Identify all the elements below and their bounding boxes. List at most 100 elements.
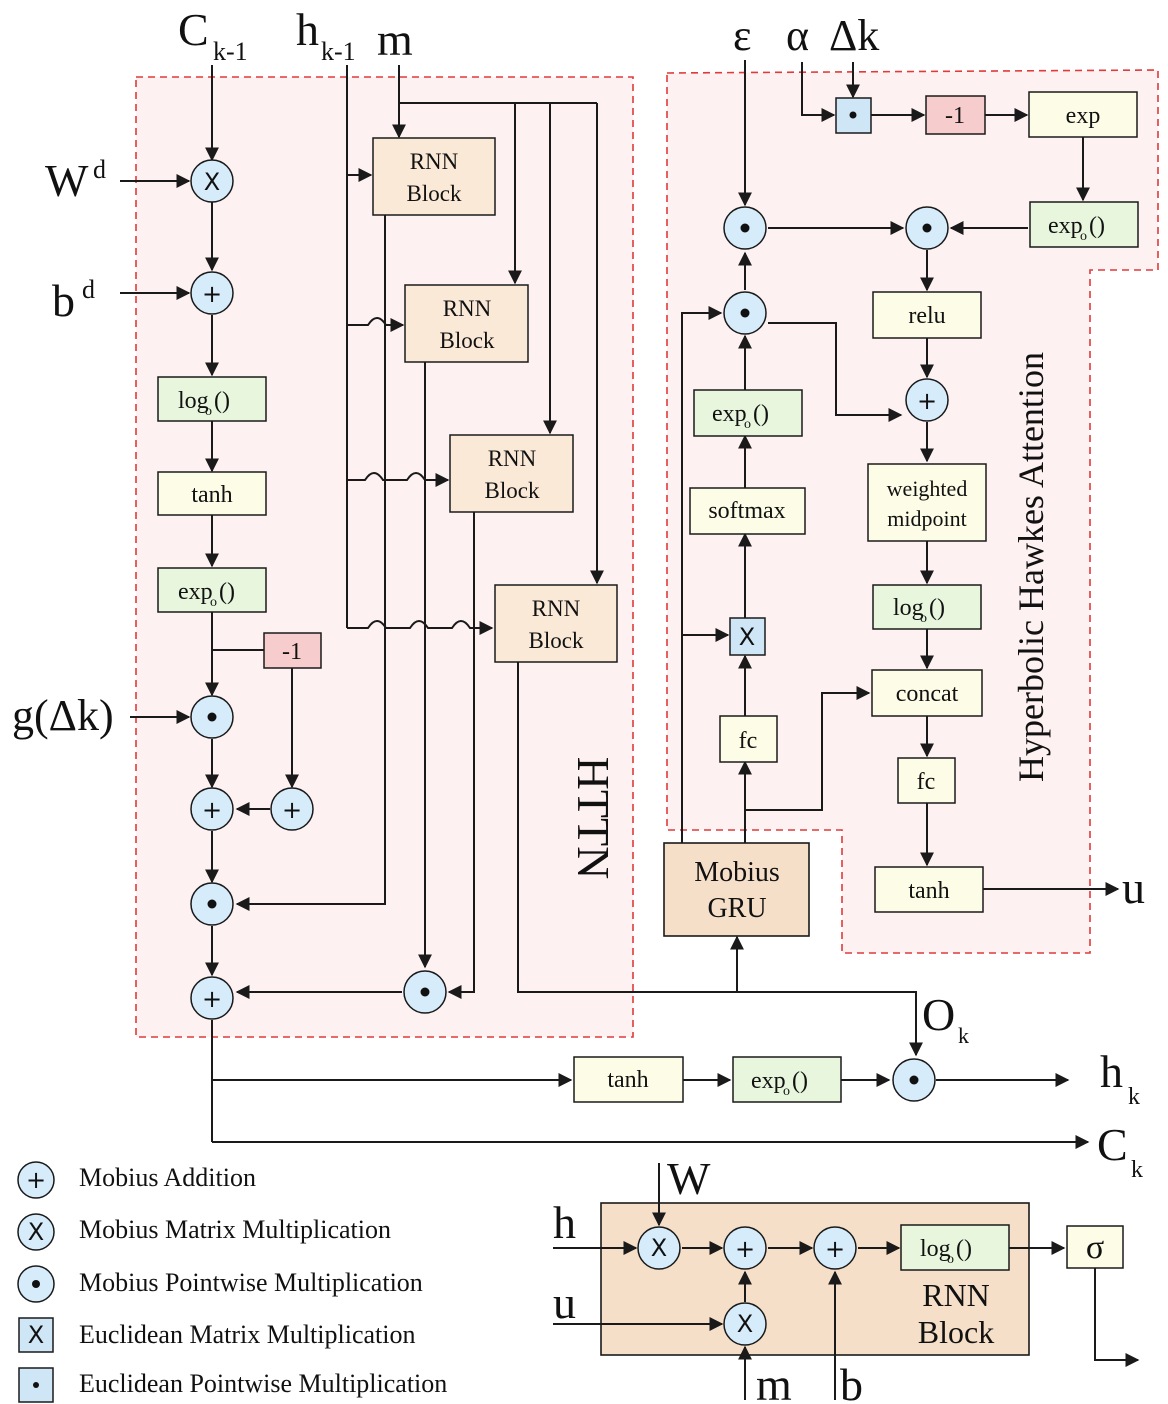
minus-one-box-right: -1 <box>925 95 986 135</box>
rnn-detail-u-label: u <box>553 1277 576 1328</box>
rnn-block-4: RNN Block <box>494 584 618 663</box>
wd-input-label: W d <box>45 155 106 206</box>
legend-euclidean-matrix-multiplication: X Euclidean Matrix Multiplication <box>18 1317 415 1353</box>
svg-text:+: + <box>202 280 222 308</box>
svg-text:Mobius: Mobius <box>694 857 780 888</box>
svg-text:-1: -1 <box>945 103 965 129</box>
svg-text:X: X <box>28 1321 44 1349</box>
httn-label: HTTN <box>568 757 619 880</box>
svg-text:log: log <box>893 595 924 621</box>
mobius-matmul-op-wd: X <box>190 159 234 203</box>
svg-text:X: X <box>28 1218 44 1246</box>
svg-text:X: X <box>204 168 220 196</box>
svg-text:(): () <box>753 401 769 427</box>
tanh-box-left: tanh <box>157 471 267 516</box>
svg-text:C: C <box>1097 1119 1128 1170</box>
mobius-pointwise-op-output <box>892 1058 936 1102</box>
log-o-box-left: log o () <box>157 376 267 422</box>
svg-text:GRU: GRU <box>707 893 766 924</box>
svg-text:(): () <box>219 579 235 605</box>
svg-text:(): () <box>929 595 945 621</box>
log-o-box-right: log o () <box>872 584 982 630</box>
concat-box: concat <box>871 669 983 717</box>
legend-mobius-addition: + Mobius Addition <box>17 1161 256 1199</box>
rnn-detail-w-label: W <box>667 1153 711 1204</box>
svg-text:X: X <box>739 623 755 651</box>
rnn-detail-m-label: m <box>756 1359 792 1404</box>
svg-text:C: C <box>178 4 209 55</box>
svg-text:(): () <box>792 1068 808 1094</box>
rnn-detail-mobius-add-1: + <box>723 1226 767 1270</box>
legend-mobius-matrix-multiplication: X Mobius Matrix Multiplication <box>17 1213 391 1251</box>
svg-text:Mobius Matrix Multiplication: Mobius Matrix Multiplication <box>79 1215 391 1244</box>
svg-text:softmax: softmax <box>708 498 785 524</box>
exp-o-box-left: exp o () <box>157 567 267 613</box>
exp-o-box-right: exp o () <box>693 389 803 437</box>
svg-text:o: o <box>783 1084 790 1099</box>
rnn-detail-label-line1: RNN <box>922 1277 990 1313</box>
svg-text:Block: Block <box>529 628 584 653</box>
svg-text:tanh: tanh <box>191 482 232 508</box>
minus-one-box-left: -1 <box>263 632 322 669</box>
rnn-block-1: RNN Block <box>372 137 496 216</box>
mobius-add-op-left: + <box>190 787 234 831</box>
svg-text:h: h <box>296 4 319 55</box>
svg-text:exp: exp <box>1048 213 1083 239</box>
svg-text:Block: Block <box>440 328 495 353</box>
rnn-block-3: RNN Block <box>449 434 574 513</box>
svg-text:b: b <box>52 275 75 326</box>
svg-text:Euclidean Matrix Multiplicatio: Euclidean Matrix Multiplication <box>79 1320 415 1349</box>
svg-text:-1: -1 <box>282 639 302 665</box>
o-k-label: O k <box>922 989 969 1048</box>
rnn-detail-h-label: h <box>553 1197 576 1248</box>
svg-text:RNN: RNN <box>488 446 537 471</box>
svg-text:exp: exp <box>751 1068 786 1094</box>
legend-mobius-pointwise-multiplication: Mobius Pointwise Multiplication <box>17 1265 423 1303</box>
rnn-block-detail: W h u m b X + + X <box>553 1153 1140 1404</box>
svg-text:log: log <box>178 388 209 414</box>
rnn-detail-label-line2: Block <box>918 1314 994 1350</box>
svg-text:weighted: weighted <box>887 476 968 501</box>
fc-box-left: fc <box>719 715 778 763</box>
rnn-detail-b-label: b <box>840 1359 863 1404</box>
svg-text:+: + <box>202 796 222 824</box>
svg-text:+: + <box>917 387 937 415</box>
svg-text:RNN: RNN <box>532 596 581 621</box>
rnn-block-wires <box>235 65 923 1057</box>
svg-text:W: W <box>45 155 89 206</box>
u-output-label: u <box>1122 862 1145 913</box>
svg-text:k: k <box>1131 1157 1143 1183</box>
mobius-pointwise-op-attn <box>723 291 767 335</box>
softmax-box: softmax <box>689 487 806 535</box>
svg-text:+: + <box>282 796 302 824</box>
mobius-pointwise-op-eps <box>723 206 767 250</box>
legend-euclidean-pointwise-multiplication: Euclidean Pointwise Multiplication <box>18 1367 447 1403</box>
exp-o-box-bottom: exp o () <box>732 1056 842 1103</box>
svg-text:o: o <box>210 595 217 610</box>
hawkes-attention-label: Hyperbolic Hawkes Attention <box>1011 352 1051 782</box>
euclidean-pointwise-op-alpha <box>835 97 872 134</box>
mobius-add-op-right: + <box>270 787 314 831</box>
h-k-output-label: h k <box>1100 1046 1140 1110</box>
rnn-detail-mobius-add-2: + <box>813 1226 857 1270</box>
svg-text:o: o <box>920 611 927 626</box>
euclidean-matmul-op: X <box>729 617 766 656</box>
fc-box-right: fc <box>897 757 956 804</box>
svg-text:exp: exp <box>1066 103 1101 129</box>
mobius-pointwise-op-input <box>403 970 447 1014</box>
mobius-pointwise-op-forget <box>190 882 234 926</box>
relu-box: relu <box>872 291 982 339</box>
svg-text:Mobius Pointwise Multiplicatio: Mobius Pointwise Multiplication <box>79 1268 423 1297</box>
exp-o-box-right-top: exp o () <box>1029 201 1139 248</box>
sigma-box: σ <box>1066 1225 1124 1269</box>
svg-text:O: O <box>922 989 955 1040</box>
svg-text:k-1: k-1 <box>213 37 248 66</box>
svg-text:k-1: k-1 <box>321 37 356 66</box>
mobius-add-op-cell: + <box>190 976 234 1020</box>
svg-text:d: d <box>93 155 106 184</box>
hawkes-wires <box>681 60 1120 896</box>
svg-text:RNN: RNN <box>443 296 492 321</box>
svg-text:+: + <box>825 1235 845 1263</box>
svg-text:midpoint: midpoint <box>887 506 966 531</box>
